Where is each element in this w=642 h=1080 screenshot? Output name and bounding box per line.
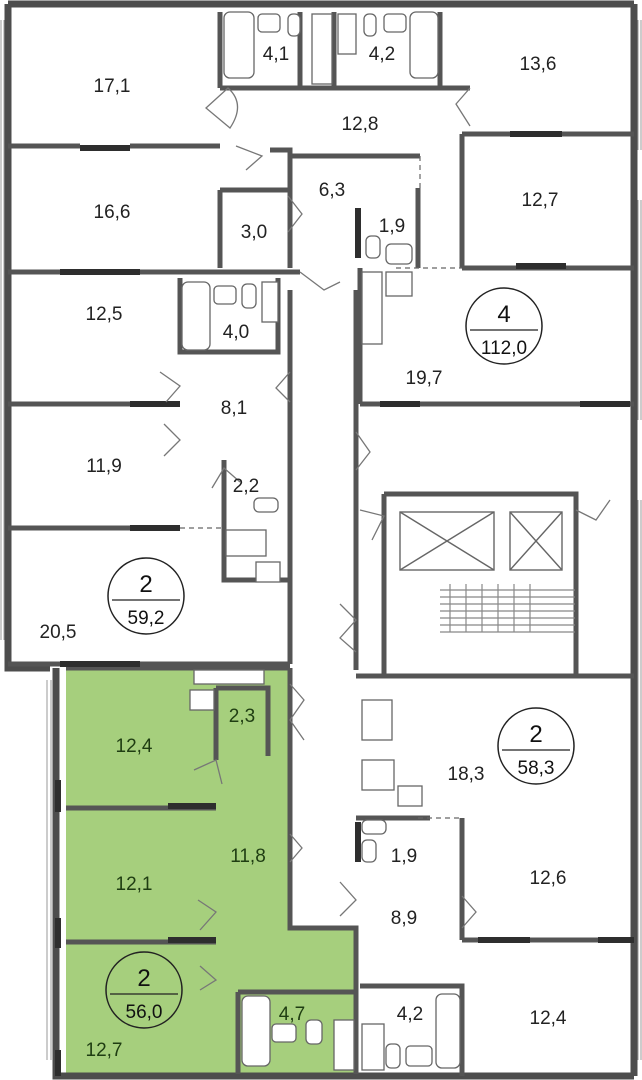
room-area-label: 12,6 <box>530 868 567 889</box>
room-area-label: 11,9 <box>86 456 122 477</box>
room-area-label: 12,7 <box>86 1040 123 1061</box>
room-area-label: 12,8 <box>342 114 379 135</box>
shower-icon <box>333 1019 355 1071</box>
room-area-label: 12,7 <box>522 190 559 211</box>
toilet-icon <box>361 839 377 863</box>
sink-icon <box>257 13 281 33</box>
shower-icon <box>193 669 265 685</box>
bathtub-icon <box>435 993 461 1069</box>
sink-icon <box>213 285 237 305</box>
apartment-total-area: 58,3 <box>518 758 555 779</box>
apartment-total-area: 59,2 <box>128 608 165 629</box>
left-windows <box>0 20 52 1060</box>
toilet-icon <box>305 1019 323 1045</box>
room-area-label: 8,1 <box>221 398 247 419</box>
toilet-icon <box>241 283 257 309</box>
apartment-badge[interactable]: 2 58,3 <box>497 707 575 785</box>
window-markers <box>55 131 634 1076</box>
room-area-label: 16,6 <box>94 202 131 223</box>
dashed-partitions <box>180 156 462 819</box>
room-area-label: 1,9 <box>391 846 417 867</box>
room-area-label: 8,9 <box>391 908 417 929</box>
elevator-icon <box>509 511 563 571</box>
right-windows <box>637 20 642 1060</box>
room-area-label: 19,7 <box>406 368 443 389</box>
room-area-label: 13,6 <box>520 54 557 75</box>
apartment-room-count: 2 <box>139 571 152 598</box>
apartment-badge-highlighted[interactable]: 2 56,0 <box>105 951 183 1029</box>
room-area-label: 4,7 <box>279 1004 305 1025</box>
sink-icon <box>405 1045 433 1067</box>
apartment-total-area: 56,0 <box>126 1002 163 1023</box>
room-area-label: 2,2 <box>233 476 259 497</box>
bathtub-icon <box>361 271 383 345</box>
room-labels: 17,1 4,1 4,2 13,6 12,8 16,6 6,3 3,0 1,9 … <box>40 44 567 1061</box>
room-area-label: 4,2 <box>369 44 395 65</box>
bathroom-fixtures <box>181 11 461 1071</box>
room-area-label: 12,4 <box>116 736 153 757</box>
sink-icon <box>271 1023 297 1043</box>
shower-icon <box>361 1023 385 1071</box>
toilet-icon <box>365 235 381 259</box>
apartment-badge[interactable]: 2 59,2 <box>107 557 185 635</box>
apartment-room-count: 4 <box>497 301 510 328</box>
room-area-label: 4,2 <box>397 1004 423 1025</box>
room-area-label: 12,1 <box>116 874 153 895</box>
stairs <box>440 584 575 633</box>
bathtub-icon <box>223 11 255 79</box>
room-area-label: 17,1 <box>94 76 131 97</box>
room-area-label: 2,3 <box>229 706 255 727</box>
toilet-icon <box>385 1043 401 1069</box>
shower-icon <box>311 13 333 85</box>
toilet-icon <box>287 13 301 37</box>
room-area-label: 4,0 <box>223 322 249 343</box>
highlighted-apartment-area[interactable] <box>66 668 356 1074</box>
toilet-icon <box>253 497 279 513</box>
bathtub-icon <box>409 11 439 79</box>
room-area-label: 11,8 <box>230 846 266 867</box>
toilet-icon <box>361 819 387 835</box>
room-area-label: 3,0 <box>241 222 267 243</box>
sink-icon <box>397 785 423 807</box>
bathtub-icon <box>181 281 211 351</box>
apartment-room-count: 2 <box>529 721 542 748</box>
sink-icon <box>383 13 407 33</box>
apartment-badge[interactable]: 4 112,0 <box>465 287 543 365</box>
room-area-label: 6,3 <box>319 180 345 201</box>
room-area-label: 1,9 <box>379 216 405 237</box>
toilet-icon <box>363 13 377 37</box>
sink-icon <box>189 689 215 711</box>
room-area-label: 12,4 <box>530 1008 567 1029</box>
apartment-total-area: 112,0 <box>481 338 527 359</box>
room-area-label: 12,5 <box>86 304 123 325</box>
elevator-icon <box>399 511 495 571</box>
shower-icon <box>361 699 393 741</box>
sink-icon <box>385 243 413 265</box>
door-swings <box>159 87 611 991</box>
room-area-label: 20,5 <box>40 622 77 643</box>
bathtub-icon <box>241 995 271 1067</box>
room-area-label: 4,1 <box>263 44 289 65</box>
sink-icon <box>385 271 413 297</box>
room-area-label: 18,3 <box>448 764 485 785</box>
shower-icon <box>261 281 279 323</box>
shower-icon <box>225 529 267 557</box>
apartment-room-count: 2 <box>137 965 150 992</box>
sink-icon <box>255 561 281 583</box>
shower-icon <box>337 13 357 55</box>
elevator-block <box>399 511 563 571</box>
shower-icon <box>361 759 395 791</box>
